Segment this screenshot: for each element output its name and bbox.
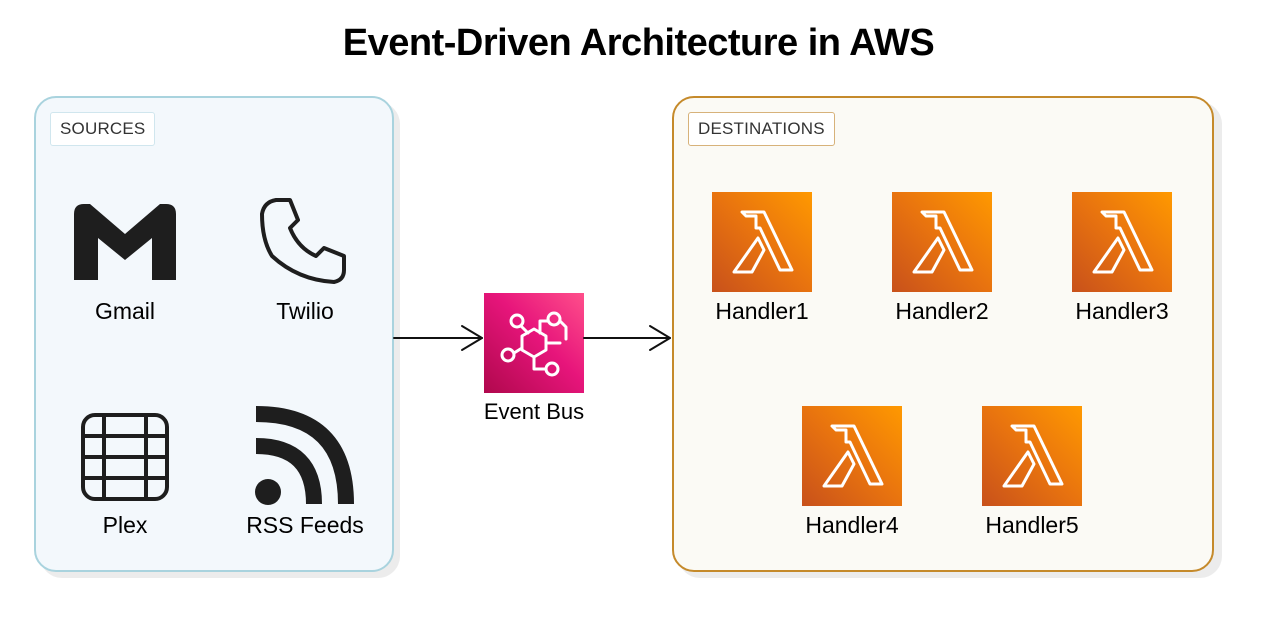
rss-icon: [255, 406, 354, 505]
bus-to-destinations-arrow: [583, 325, 671, 351]
handler-label-5: Handler5: [985, 512, 1079, 538]
event-bus-label: Event Bus: [483, 399, 585, 424]
eventbridge-icon: [484, 293, 584, 393]
lambda-icon: [982, 406, 1082, 506]
diagram-title: Event-Driven Architecture in AWS: [342, 22, 935, 64]
source-label-plex: Plex: [102, 512, 148, 538]
film-icon: [81, 413, 169, 501]
sources-to-bus-arrow: [393, 325, 483, 351]
destinations-panel: [672, 96, 1214, 572]
lambda-icon: [712, 192, 812, 292]
sources-panel: [34, 96, 394, 572]
source-label-rss: RSS Feeds: [246, 512, 364, 538]
handler-label-2: Handler2: [895, 298, 989, 324]
lambda-icon: [802, 406, 902, 506]
source-label-twilio: Twilio: [276, 298, 334, 324]
sources-tag: SOURCES: [50, 112, 156, 146]
handler-label-3: Handler3: [1075, 298, 1169, 324]
handler-label-4: Handler4: [805, 512, 899, 538]
lambda-icon: [1072, 192, 1172, 292]
handler-label-1: Handler1: [715, 298, 809, 324]
phone-icon: [260, 198, 346, 284]
source-label-gmail: Gmail: [94, 298, 156, 324]
lambda-icon: [892, 192, 992, 292]
gmail-icon: [74, 204, 176, 280]
destinations-tag: DESTINATIONS: [688, 112, 835, 146]
